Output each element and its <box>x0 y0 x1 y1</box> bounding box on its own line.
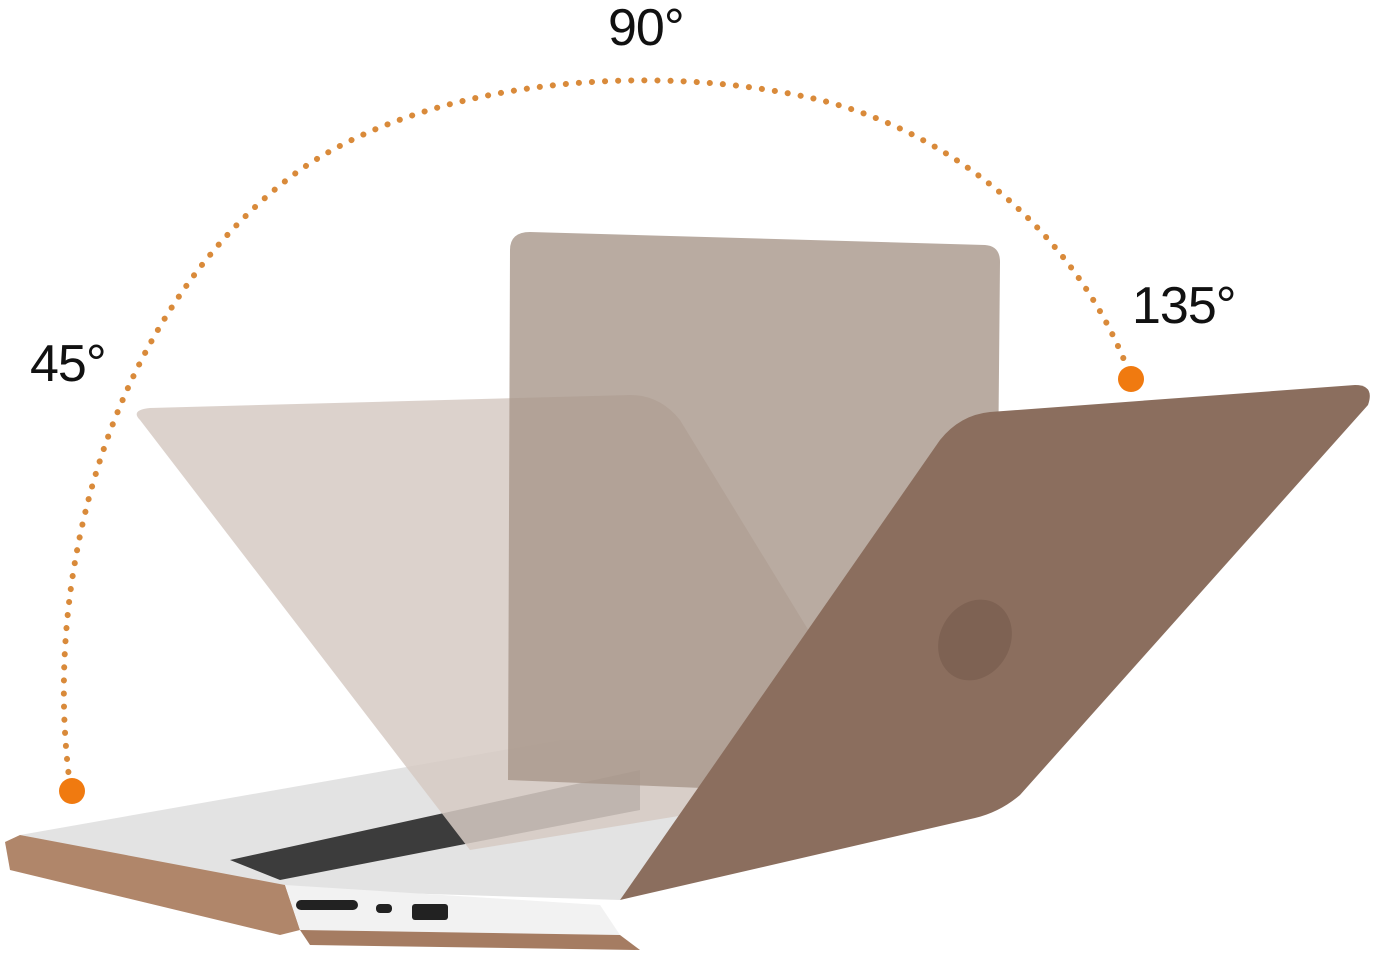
endpoint-45-dot <box>59 778 85 804</box>
side-port-panel <box>285 885 620 935</box>
label-45: 45° <box>30 335 107 393</box>
angle-arc <box>60 77 1133 788</box>
apple-logo <box>938 599 1012 681</box>
hdmi-port <box>412 904 448 920</box>
case-edge <box>5 835 300 935</box>
label-135: 135° <box>1132 277 1237 335</box>
sd-card-slot <box>296 900 358 910</box>
endpoint-135-dot <box>1118 366 1144 392</box>
case-bottom-edge <box>300 930 640 950</box>
usb-c-port <box>376 904 392 913</box>
label-90: 90° <box>608 0 685 57</box>
